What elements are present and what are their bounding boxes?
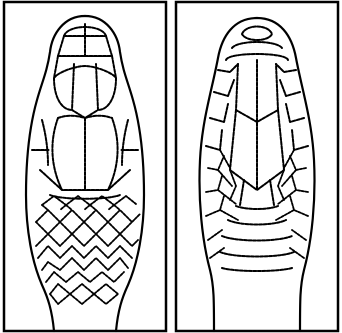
dorsal-body-scales [36, 196, 140, 304]
dorsal-head-scales [32, 24, 138, 199]
dorsal-view-drawing [2, 0, 168, 333]
dorsal-view-panel [2, 0, 168, 333]
ventral-view-drawing [174, 0, 340, 333]
ventral-view-panel [174, 0, 340, 333]
